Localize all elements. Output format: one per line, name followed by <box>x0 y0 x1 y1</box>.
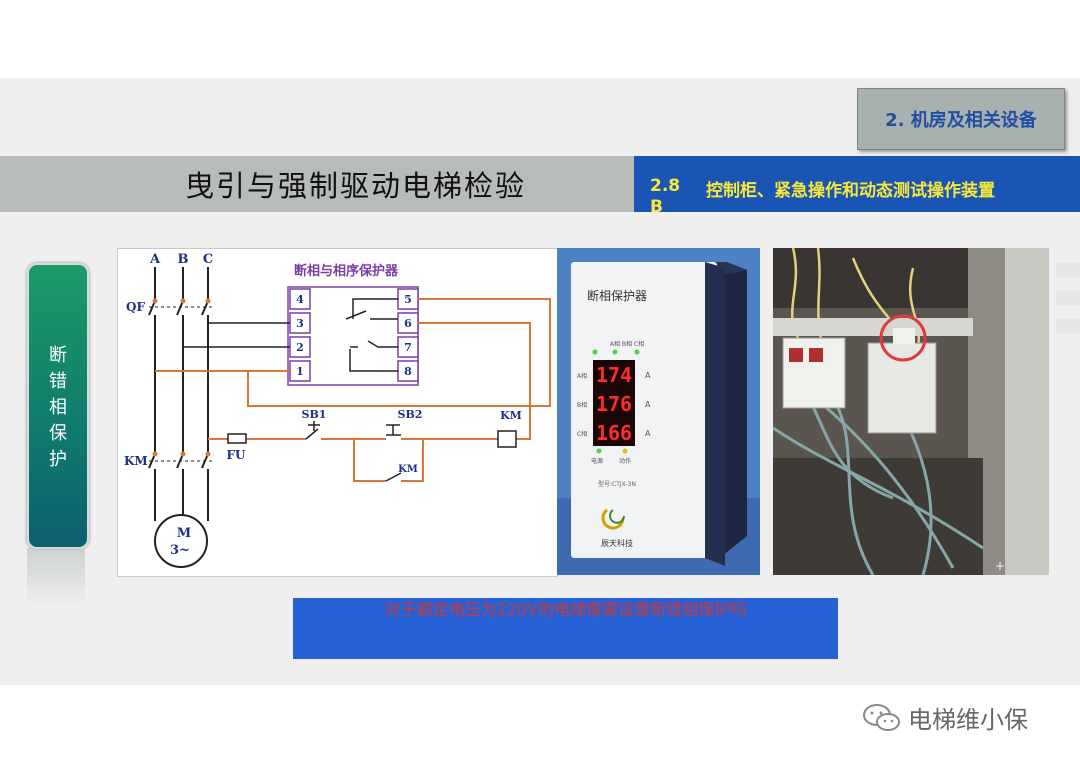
fu-label: FU <box>227 448 247 462</box>
terminal-1: 1 <box>296 365 304 378</box>
unit-b: A <box>645 400 651 409</box>
watermark: 电梯维小保 <box>862 700 1028 735</box>
label-power: 电源 <box>591 457 603 465</box>
km-coil <box>497 430 517 448</box>
qf-label: QF <box>126 300 145 314</box>
page-title: 曳引与强制驱动电梯检验 <box>185 169 527 203</box>
label-action: 动作 <box>619 457 631 465</box>
side-tab-char: 相 <box>49 397 67 418</box>
sb2-label: SB2 <box>398 408 423 421</box>
readout-a: 174 <box>596 363 632 387</box>
circuit-svg: A B C QF KM M 3~ 断相与相序保护器 <box>124 252 551 568</box>
device-model: 型号:CTJX-3N <box>598 480 636 488</box>
fuse-symbol <box>227 433 247 444</box>
subsection-title: 控制柜、紧急操作和动态测试操作装置 <box>706 181 995 201</box>
sb1-button <box>305 421 320 440</box>
side-tab-char: 错 <box>49 371 67 392</box>
led-b <box>612 349 618 355</box>
decor-block <box>1056 319 1080 333</box>
svg-text:+: + <box>995 559 1005 573</box>
phase-lines <box>148 267 209 521</box>
decor-block <box>1056 263 1080 277</box>
row-label-b: B相 <box>577 401 587 409</box>
motor-phase-label: 3~ <box>170 543 190 558</box>
led-c <box>634 349 640 355</box>
subsection-band <box>634 156 1080 212</box>
question-text: 对于额定电压为220V的电梯需要设置断错相保护吗 <box>384 600 747 619</box>
led-power <box>596 448 602 454</box>
km-coil-label: KM <box>500 409 522 422</box>
terminal-2: 2 <box>296 341 304 354</box>
control-wiring <box>155 298 551 482</box>
phase-c-label: C <box>203 252 213 267</box>
phase-b-label: B <box>178 252 189 267</box>
brand-logo <box>601 508 625 530</box>
side-tab-char: 断 <box>49 345 67 366</box>
control-cabinet-photo: + <box>773 248 1049 575</box>
readout-c: 166 <box>596 421 632 445</box>
device-phase-header: A相 B相 C相 <box>610 340 644 348</box>
side-tab-char: 护 <box>49 449 67 470</box>
led-a <box>592 349 598 355</box>
section-label: 2. 机房及相关设备 <box>885 110 1037 131</box>
motor-m-label: M <box>177 526 191 541</box>
highlight-circle <box>879 314 927 362</box>
relay-contacts <box>345 298 398 372</box>
section-label-box: 2. 机房及相关设备 <box>857 88 1065 150</box>
relay-box <box>287 286 419 386</box>
device-name: 断相保护器 <box>587 288 647 303</box>
side-tab-reflection <box>27 548 85 608</box>
relay-terminals <box>289 288 419 382</box>
phase-protector-photo: 断相保护器 A相 B相 C相 174 176 166 A相 B相 C相 A A … <box>557 248 760 575</box>
unit-c: A <box>645 429 651 438</box>
led-action <box>622 448 628 454</box>
sb1-label: SB1 <box>302 408 327 421</box>
terminal-4: 4 <box>296 293 304 306</box>
km-contact-label: KM <box>398 464 418 475</box>
km-holding-contact <box>385 472 402 482</box>
readout-b: 176 <box>596 392 632 416</box>
terminal-6: 6 <box>404 317 412 330</box>
row-label-a: A相 <box>577 372 587 380</box>
km-label: KM <box>124 454 148 468</box>
watermark-text: 电梯维小保 <box>908 706 1028 734</box>
motor-symbol <box>154 514 208 568</box>
terminal-8: 8 <box>404 365 412 378</box>
relay-heading: 断相与相序保护器 <box>294 263 399 279</box>
contact-markers <box>152 298 211 457</box>
circuit-diagram: A B C QF KM M 3~ 断相与相序保护器 <box>117 248 558 577</box>
row-label-c: C相 <box>577 430 587 438</box>
terminal-5: 5 <box>404 293 412 306</box>
phase-to-relay <box>183 322 290 348</box>
side-tab: 断错相保护 <box>27 263 89 549</box>
device-brand: 辰天科技 <box>601 538 633 548</box>
decor-block <box>1056 291 1080 305</box>
sb2-button <box>386 424 401 436</box>
unit-a: A <box>645 371 651 380</box>
subsection-number: 2.8 B <box>650 176 681 217</box>
side-tab-char: 保 <box>49 423 67 444</box>
side-tab-label: 断错相保护 <box>29 343 87 473</box>
cabinet-svg: + <box>773 248 1049 575</box>
phase-a-label: A <box>149 252 161 267</box>
terminal-3: 3 <box>296 317 304 330</box>
question-box: 对于额定电压为220V的电梯需要设置断错相保护吗 <box>293 598 838 659</box>
terminal-7: 7 <box>404 341 412 354</box>
device-svg: 断相保护器 A相 B相 C相 174 176 166 A相 B相 C相 A A … <box>557 248 760 575</box>
wechat-icon <box>863 703 900 731</box>
title-band <box>0 156 634 212</box>
